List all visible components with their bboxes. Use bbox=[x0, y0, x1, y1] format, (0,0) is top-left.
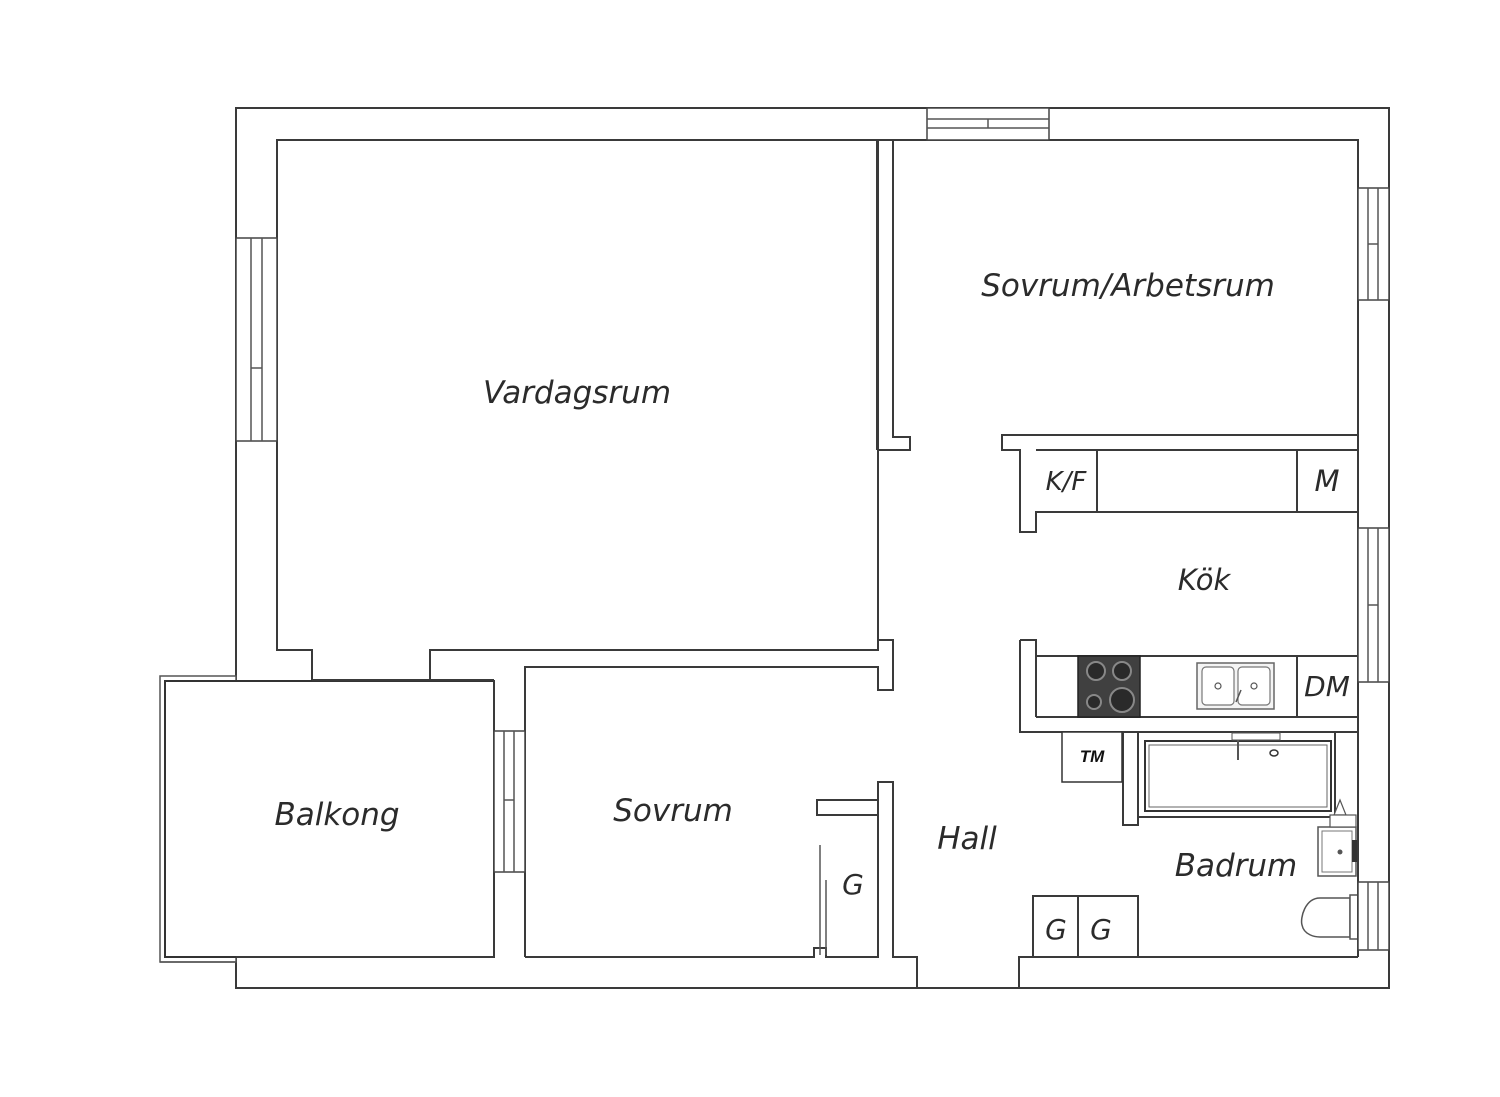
label-g-hall-1: G bbox=[1045, 913, 1067, 946]
window-right-kitchen bbox=[1357, 527, 1390, 683]
window-right-top bbox=[1357, 187, 1390, 301]
label-sovrum-arbetsrum: Sovrum/Arbetsrum bbox=[981, 268, 1275, 304]
window-balkong bbox=[493, 730, 526, 873]
label-vardagsrum: Vardagsrum bbox=[483, 375, 671, 411]
vardagsrum-bottom-wall bbox=[429, 639, 894, 957]
vardagsrum-outline bbox=[276, 139, 877, 680]
tm-box bbox=[1061, 731, 1123, 783]
sovrum-closet-wall bbox=[816, 799, 878, 816]
badrum-walls bbox=[1122, 732, 1336, 826]
window-right-bath bbox=[1357, 881, 1390, 951]
label-tm: TM bbox=[1080, 747, 1105, 766]
toilet-icon bbox=[1300, 894, 1359, 940]
label-badrum: Badrum bbox=[1175, 848, 1298, 884]
label-kf: K/F bbox=[1046, 467, 1088, 497]
kitchen-sink-icon bbox=[1196, 662, 1275, 710]
balkong bbox=[159, 675, 495, 963]
kitchen-lower-wall bbox=[1019, 640, 1358, 733]
label-hall: Hall bbox=[937, 821, 997, 857]
kitchen-lower-counter bbox=[1020, 639, 1358, 657]
label-kok: Kök bbox=[1178, 563, 1232, 597]
arbetsrum-outline bbox=[878, 139, 1359, 533]
sovrum-walls bbox=[525, 781, 918, 988]
bathtub-icon bbox=[1144, 732, 1332, 812]
bathroom-sink-icon bbox=[1317, 798, 1357, 877]
label-balkong: Balkong bbox=[274, 797, 399, 833]
label-g-hall-2: G bbox=[1090, 913, 1112, 946]
label-sovrum: Sovrum bbox=[613, 793, 733, 829]
label-g-sovrum: G bbox=[842, 868, 864, 901]
label-dm: DM bbox=[1304, 670, 1350, 703]
window-top bbox=[926, 107, 1050, 141]
window-left bbox=[235, 237, 278, 442]
label-m: M bbox=[1314, 464, 1339, 498]
stove-icon bbox=[1077, 655, 1141, 718]
